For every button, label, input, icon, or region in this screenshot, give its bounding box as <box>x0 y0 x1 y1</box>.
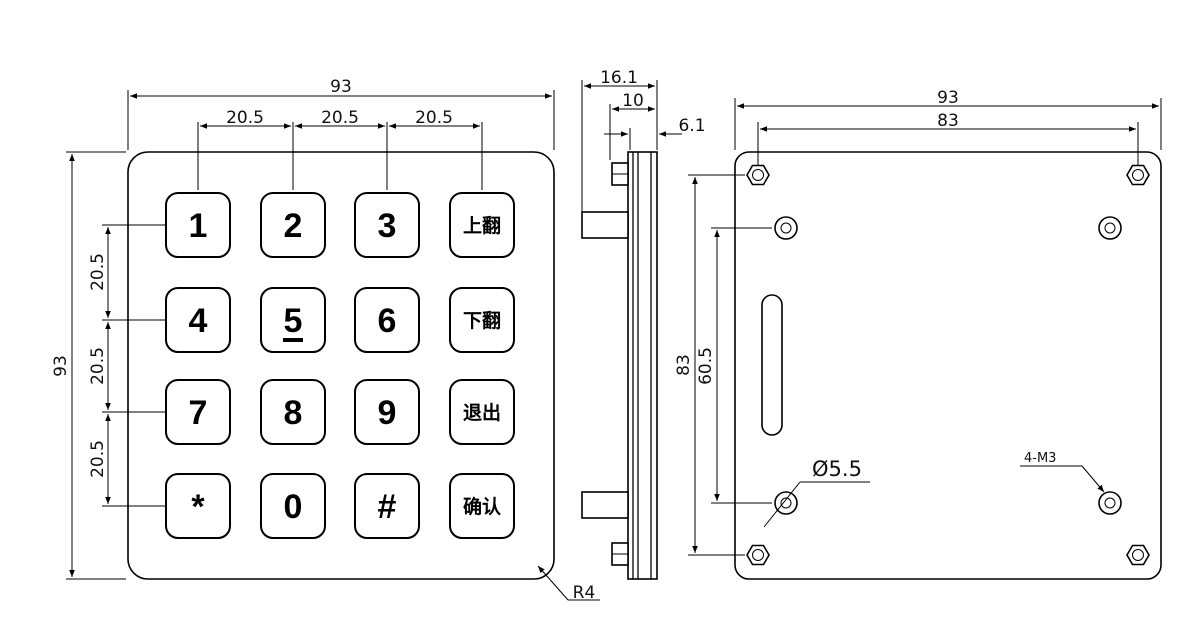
front-view: 93 20.5 20.5 20.5 93 20.5 20.5 20.5 R4 <box>51 77 600 603</box>
key-6: 5 <box>260 287 326 353</box>
key-label: 1 <box>189 207 208 245</box>
pitch-v-label-1: 20.5 <box>88 253 108 291</box>
hole-diameter-label: Ø5.5 <box>812 457 862 481</box>
key-12: 退出 <box>449 379 515 445</box>
key-label: 0 <box>284 488 303 526</box>
key-label: 退出 <box>463 401 501 424</box>
key-5: 4 <box>165 287 231 353</box>
key-label: 9 <box>378 394 397 432</box>
cable-slot <box>761 294 783 436</box>
hex-nut-top-left <box>746 164 770 186</box>
key-16: 确认 <box>449 473 515 539</box>
key-outline <box>260 473 326 539</box>
pitch-h-label-3: 20.5 <box>415 108 453 128</box>
key-outline <box>449 473 515 539</box>
rear-hole-span-h-label: 83 <box>937 111 959 131</box>
key-outline <box>449 287 515 353</box>
key-outline <box>165 287 231 353</box>
key-4: 上翻 <box>449 192 515 258</box>
front-width-label: 93 <box>330 77 352 97</box>
side-total-depth-label: 16.1 <box>600 68 638 88</box>
key-label: 3 <box>378 207 397 245</box>
key-outline <box>354 287 420 353</box>
hex-nut-bottom-right <box>1126 544 1150 566</box>
key-10: 8 <box>260 379 326 445</box>
key-grid: 1 2 3 上翻 4 5 6 下翻 7 8 9 退出 * 0 # 确认 <box>165 192 515 539</box>
key-label: 4 <box>189 302 208 340</box>
keypad-front-outline <box>127 151 555 580</box>
corner-radius-label: R4 <box>573 583 596 603</box>
key-14: 0 <box>260 473 326 539</box>
key-label: 2 <box>284 207 303 245</box>
key-8: 下翻 <box>449 287 515 353</box>
key-1: 1 <box>165 192 231 258</box>
key-outline <box>260 287 326 353</box>
key-11: 9 <box>354 379 420 445</box>
key-label: 7 <box>189 394 208 432</box>
pitch-v-label-3: 20.5 <box>88 440 108 478</box>
boss-bottom-left <box>774 491 798 515</box>
key-label: 5 <box>284 302 303 340</box>
key-outline <box>260 192 326 258</box>
thread-label: 4-M3 <box>1024 451 1056 466</box>
hex-nut-bottom-left <box>746 544 770 566</box>
front-height-label: 93 <box>51 355 71 377</box>
keypad-rear-outline <box>734 151 1162 580</box>
key-label: * <box>191 488 205 526</box>
key-7: 6 <box>354 287 420 353</box>
boss-bottom-right <box>1098 491 1122 515</box>
rear-width-label: 93 <box>937 88 959 108</box>
key-label: 6 <box>378 302 397 340</box>
key-label: 上翻 <box>463 214 501 237</box>
key-9: 7 <box>165 379 231 445</box>
key-label: 8 <box>284 394 303 432</box>
key-outline <box>354 192 420 258</box>
key-outline <box>354 379 420 445</box>
rear-inner-span-v-label: 60.5 <box>696 347 716 385</box>
rear-view: 93 83 83 60.5 <box>674 88 1162 580</box>
top-boss <box>581 211 629 239</box>
key-outline <box>165 192 231 258</box>
pitch-v-label-2: 20.5 <box>88 347 108 385</box>
key-3: 3 <box>354 192 420 258</box>
side-view: 16.1 10 6.1 <box>581 68 706 580</box>
rear-hole-span-v-label: 83 <box>674 354 694 376</box>
side-plate-depth-label: 6.1 <box>678 116 705 136</box>
boss-top-right <box>1098 216 1122 240</box>
key-outline <box>449 379 515 445</box>
side-inner-depth-label: 10 <box>622 91 644 111</box>
key-5-underline-mark <box>283 338 303 342</box>
key-outline <box>354 473 420 539</box>
key-label: 确认 <box>463 495 501 518</box>
pitch-h-label-1: 20.5 <box>226 108 264 128</box>
key-15: # <box>354 473 420 539</box>
key-label: # <box>378 488 397 526</box>
hex-nut-top-right <box>1126 164 1150 186</box>
key-2: 2 <box>260 192 326 258</box>
bottom-boss <box>581 491 629 519</box>
boss-top-left <box>774 216 798 240</box>
key-label: 下翻 <box>463 309 501 332</box>
key-13: * <box>165 473 231 539</box>
key-outline <box>449 192 515 258</box>
key-outline <box>260 379 326 445</box>
pitch-h-label-2: 20.5 <box>321 108 359 128</box>
key-outline <box>165 473 231 539</box>
key-outline <box>165 379 231 445</box>
